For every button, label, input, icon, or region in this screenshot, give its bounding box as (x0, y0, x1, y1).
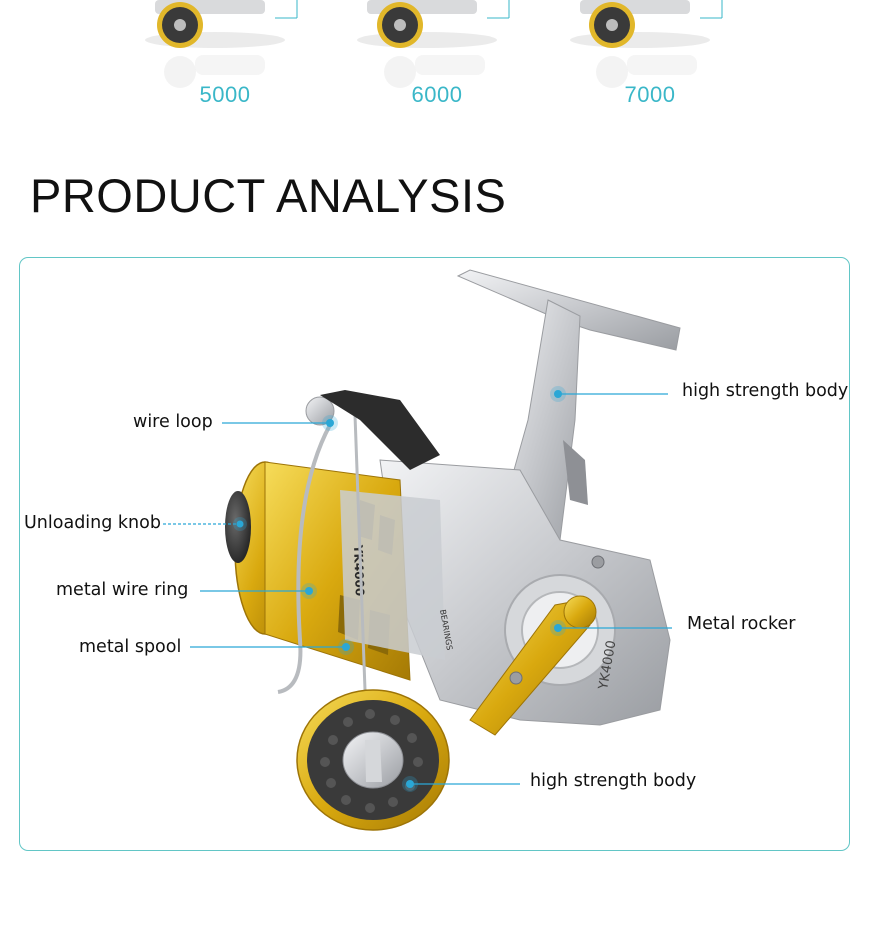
reel-thumbnail (357, 0, 510, 88)
callout-metal-spool: metal spool (79, 637, 182, 657)
callout-metal-rocker: Metal rocker (687, 614, 796, 634)
wire-loop-roller (305, 396, 335, 426)
callout-high-strength-body-bottom: high strength body (530, 771, 697, 791)
callout-markers (233, 386, 566, 792)
spool-marking: YK4000 (351, 544, 367, 597)
section-title: PRODUCT ANALYSIS (30, 169, 507, 222)
variant-5000: 5000 (135, 0, 315, 120)
callout-high-strength-body-top: high strength body (682, 381, 849, 401)
variant-7000: 7000 (560, 0, 740, 120)
unloading-knob-cap (225, 491, 251, 563)
variant-6000: 6000 (347, 0, 527, 120)
reel-thumbnail (145, 0, 298, 88)
size-label: 6000 (411, 82, 463, 107)
bail-wire (277, 424, 332, 694)
size-label: 7000 (624, 82, 676, 107)
callout-metal-wire-ring: metal wire ring (56, 580, 189, 600)
callout-wire-loop: wire loop (133, 412, 213, 432)
size-label: 5000 (199, 82, 251, 107)
callout-lines (163, 393, 672, 785)
callout-unloading-knob: Unloading knob (24, 513, 161, 533)
reel-thumbnail (570, 0, 723, 88)
size-variants-strip: 5000 6000 7000 (0, 0, 869, 120)
